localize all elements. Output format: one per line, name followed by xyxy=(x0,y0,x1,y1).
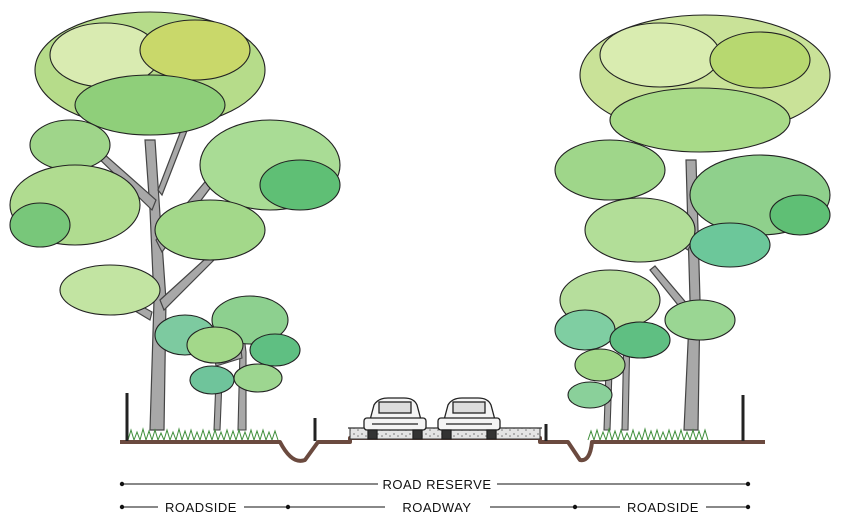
dimension-tick xyxy=(285,504,291,510)
dimension-tick xyxy=(572,504,578,510)
road-reserve-dimension: ROAD RESERVE xyxy=(119,477,751,492)
road-reserve-label: ROAD RESERVE xyxy=(382,477,491,492)
ground-profile xyxy=(120,436,765,463)
dimension-tick xyxy=(119,504,125,510)
right-tall-tree xyxy=(554,14,831,431)
roadside-right-label: ROADSIDE xyxy=(627,500,699,515)
grass-right xyxy=(587,427,709,442)
roadside-left-label: ROADSIDE xyxy=(165,500,237,515)
left-small-tree xyxy=(186,295,301,431)
left-tall-tree xyxy=(9,11,341,431)
dimension-tick xyxy=(745,481,751,487)
roadway-label: ROADWAY xyxy=(402,500,471,515)
car-icon xyxy=(437,397,501,440)
dimension-tick xyxy=(119,481,125,487)
right-mid-tree xyxy=(554,269,736,431)
section-dimension: ROADSIDE ROADWAY ROADSIDE xyxy=(119,500,751,515)
post-icon xyxy=(125,393,745,441)
grass-left xyxy=(127,427,279,442)
car-icon xyxy=(363,397,427,440)
dimension-tick xyxy=(745,504,751,510)
